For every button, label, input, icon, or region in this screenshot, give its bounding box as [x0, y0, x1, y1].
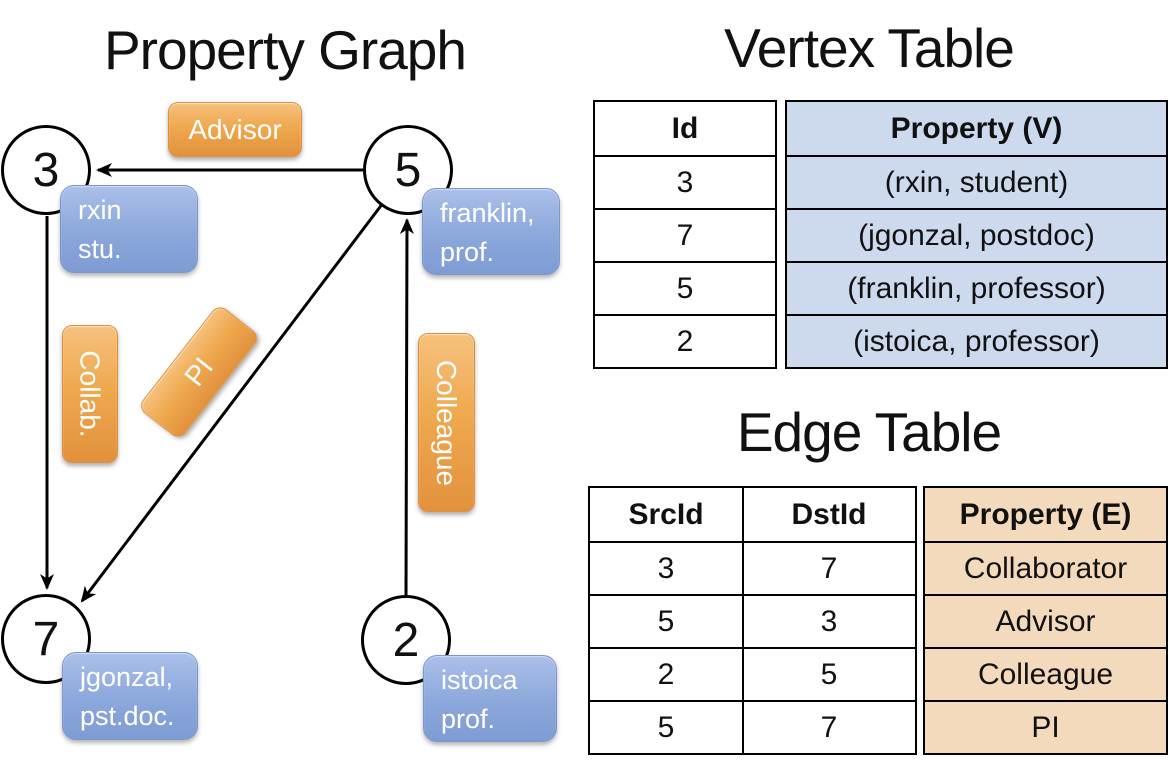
vertex-table-cell: 7 [595, 208, 775, 261]
vertex-table-property-column: Property (V) (rxin, student) (jgonzal, p… [785, 100, 1168, 369]
vertex-table-cell: 3 [595, 155, 775, 208]
vertex-prop-line: istoica [441, 665, 518, 695]
node-id-label: 7 [32, 612, 60, 666]
edge-table-id-columns: SrcId DstId 3 7 5 3 2 5 5 7 [588, 486, 917, 755]
edge-label-colleague: Colleague [418, 333, 475, 512]
edge-table-cell: 7 [742, 543, 914, 594]
edge-table-title: Edge Table [736, 401, 1002, 463]
node-id-label: 5 [394, 143, 422, 197]
edge-label-text: Colleague [431, 359, 463, 486]
edge-table-cell: Colleague [925, 647, 1166, 700]
edge-table-cell: 3 [657, 551, 675, 585]
edge-label-collaborator: Collab. [62, 325, 118, 463]
vertex-prop-line: franklin, [440, 198, 535, 228]
edge-2-to-5 [399, 218, 414, 597]
property-graph-title: Property Graph [103, 19, 467, 81]
vertex-table-header-property: Property (V) [787, 102, 1166, 155]
vertex-table-cell: (istoica, professor) [787, 314, 1166, 367]
graph-node-5: 5 [363, 125, 453, 215]
vertex-table-cell: 5 [595, 261, 775, 314]
vertex-table-cell: 2 [595, 314, 775, 367]
vertex-prop-box-istoica: istoica prof. [423, 655, 557, 742]
vertex-prop-box-jgonzal: jgonzal, pst.doc. [62, 652, 198, 740]
node-id-label: 3 [32, 143, 60, 197]
edge-table-property-column: Property (E) Collaborator Advisor Collea… [923, 486, 1168, 755]
edge-table-cell: 3 [742, 596, 914, 647]
edge-label-advisor: Advisor [168, 102, 302, 157]
graph-edges [40, 163, 414, 603]
edge-table-cell: 5 [657, 710, 675, 744]
vertex-table-cell: (franklin, professor) [787, 261, 1166, 314]
edge-table-cell: Advisor [925, 594, 1166, 647]
edge-5-to-7 [80, 202, 385, 603]
vertex-prop-line: rxin [78, 195, 122, 225]
edge-label-text: Advisor [188, 113, 282, 145]
edge-table-cell: 5 [657, 604, 675, 638]
vertex-prop-line: jgonzal, [80, 662, 174, 692]
vertex-prop-box-franklin: franklin, prof. [422, 188, 560, 275]
edge-table-cell: 5 [742, 649, 914, 700]
vertex-prop-box-rxin: rxin stu. [60, 185, 198, 273]
edge-table-header-property: Property (E) [925, 488, 1166, 541]
vertex-prop-line: stu. [78, 234, 122, 264]
vertex-table-header-id: Id [671, 111, 699, 145]
vertex-prop-line: prof. [440, 237, 495, 267]
vertex-prop-line: prof. [441, 704, 496, 734]
vertex-prop-line: pst.doc. [80, 701, 175, 731]
edge-table-cell: 7 [742, 702, 914, 753]
edge-label-text: Collab. [75, 350, 107, 438]
edge-table-cell: Collaborator [925, 541, 1166, 594]
node-id-label: 2 [392, 613, 420, 667]
graph-node-2: 2 [361, 595, 451, 685]
vertex-table-cell: (rxin, student) [787, 155, 1166, 208]
edge-table-cell: 2 [657, 657, 675, 691]
vertex-table-id-column: Id 3 7 5 2 [593, 100, 777, 369]
edge-table-header-srcid: SrcId [628, 497, 704, 531]
edge-table-cell: PI [925, 700, 1166, 753]
edge-label-text: PI [178, 351, 219, 392]
vertex-table-title: Vertex Table [724, 17, 1015, 79]
edge-table-header-dstid: DstId [742, 488, 914, 541]
vertex-table-cell: (jgonzal, postdoc) [787, 208, 1166, 261]
